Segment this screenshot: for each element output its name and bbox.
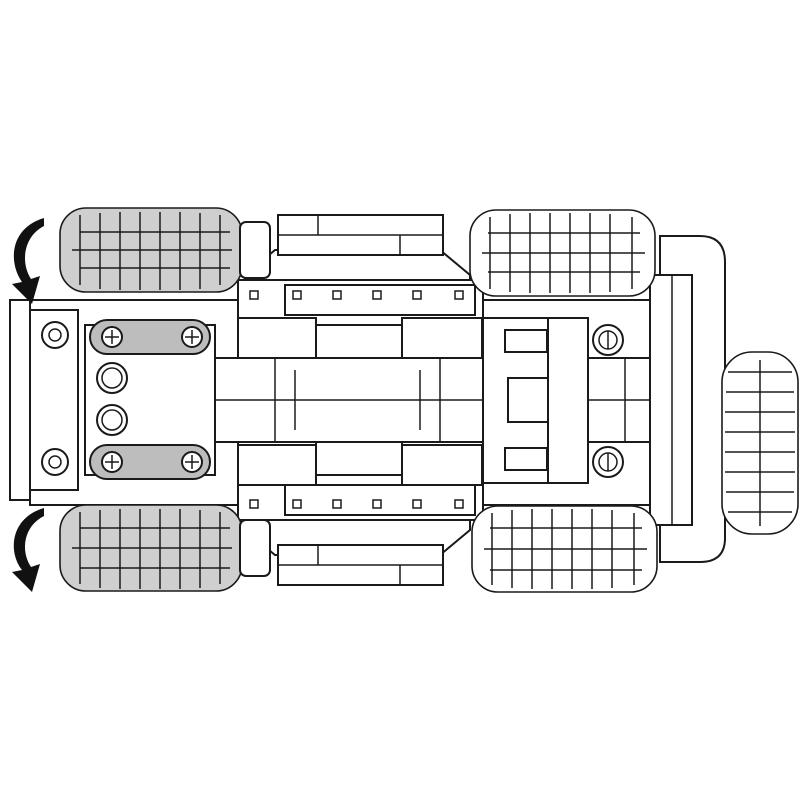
steering-link-top bbox=[89, 319, 211, 355]
front-bumper-stud-top bbox=[41, 321, 69, 349]
rear-wheel-top bbox=[469, 209, 656, 297]
spare-wheel bbox=[721, 351, 799, 535]
stud-row-top bbox=[249, 290, 464, 300]
rear-axle-bushing-bottom bbox=[592, 446, 624, 478]
front-wheel-bottom bbox=[59, 504, 271, 592]
rotation-arrow-clockwise-icon bbox=[12, 218, 44, 304]
steering-link-bottom bbox=[89, 444, 211, 480]
rotation-arrow-counterclockwise-icon bbox=[12, 508, 44, 592]
front-bumper-stud-bottom bbox=[41, 448, 69, 476]
rear-wheel-bottom bbox=[471, 505, 658, 593]
rear-axle-bushing-top bbox=[592, 324, 624, 356]
chassis-body bbox=[9, 214, 726, 586]
front-wheel-top bbox=[59, 207, 271, 293]
stud-row-bottom bbox=[249, 499, 464, 509]
